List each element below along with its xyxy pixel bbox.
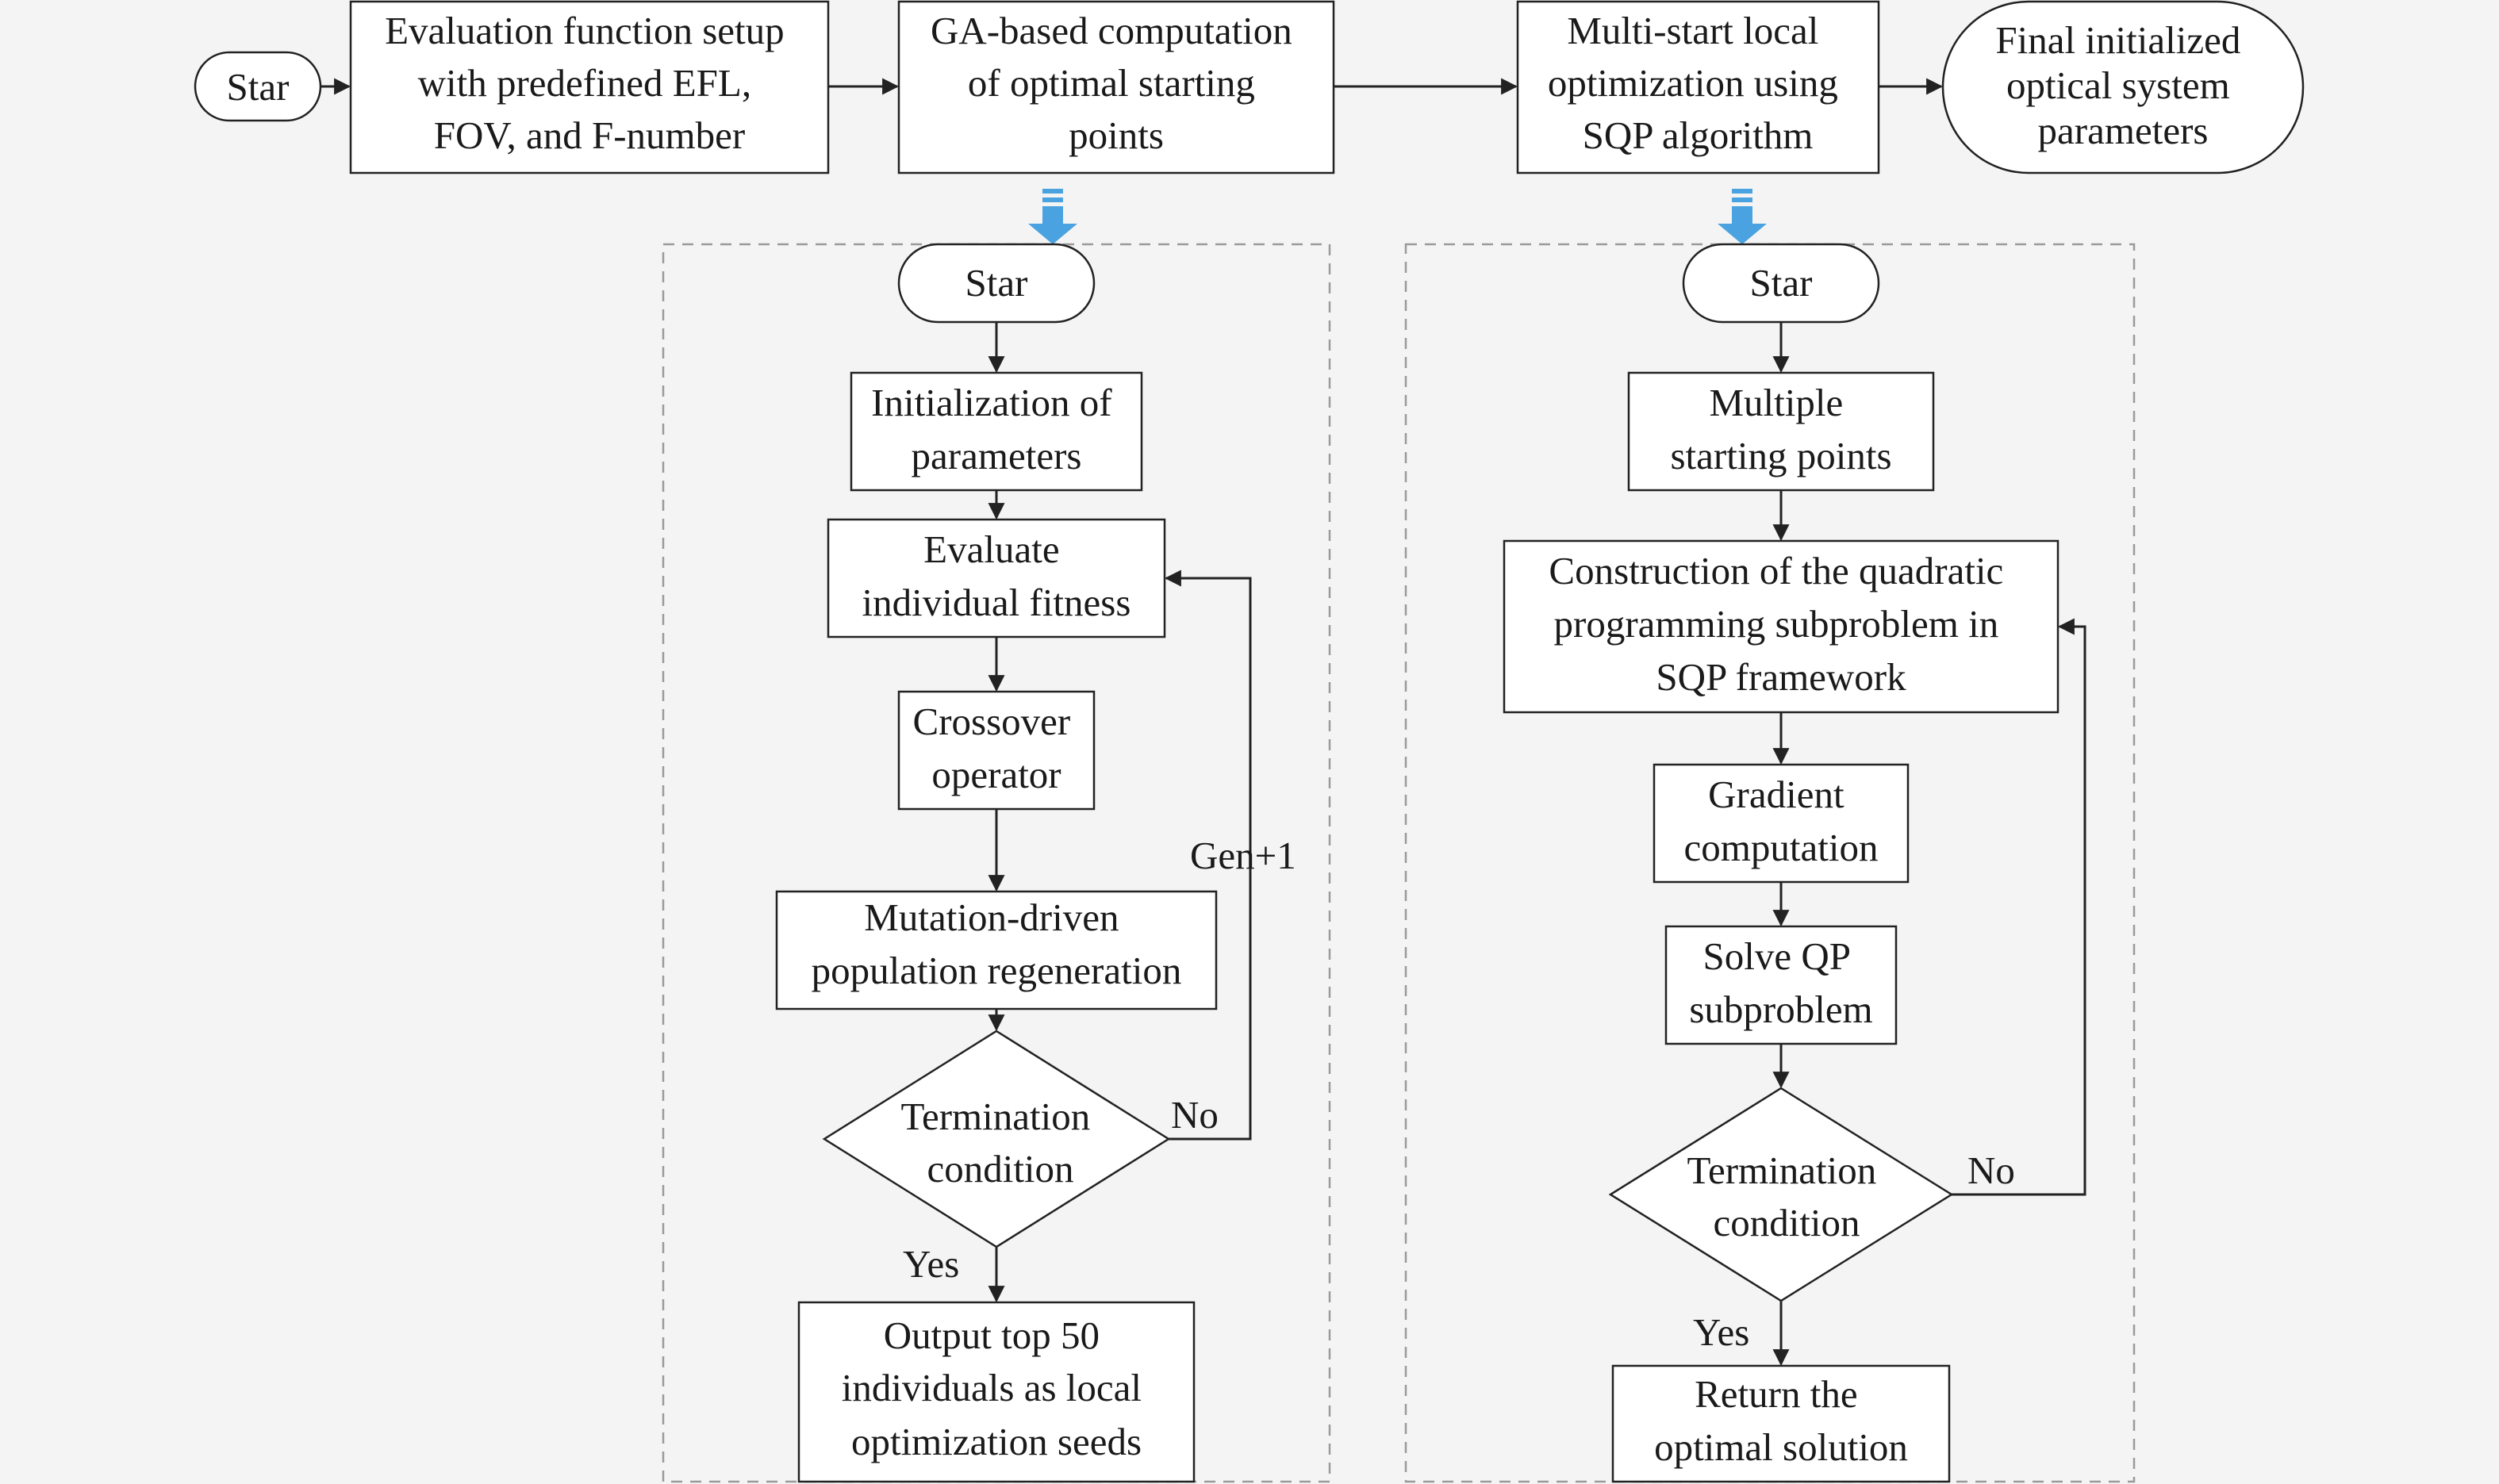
ga-compute-line-2: of optimal starting	[968, 61, 1255, 105]
sqp-edge-loop-back	[1952, 618, 2086, 1196]
svg-text:Termination condition: Termination condition	[1687, 1148, 1886, 1244]
svg-text:Construction of the quadratic: Construction of the quadratic programmin…	[1549, 549, 2013, 699]
sqp-gradient-box: Gradient computation	[1653, 763, 1910, 884]
eval-setup-box: Evaluation function setup with predefine…	[349, 0, 830, 174]
sqp-construct-qp-box: Construction of the quadratic programmin…	[1503, 539, 2059, 714]
sqp-return-line-2: optimal solution	[1654, 1425, 1908, 1469]
sqp-termination-line-2: condition	[1713, 1201, 1860, 1244]
ga-evaluate-line-2: individual fitness	[862, 581, 1131, 624]
svg-text:Solve QP subproblem: Solve QP subproblem	[1689, 934, 1872, 1031]
sqp-solve-qp-line-1: Solve QP	[1703, 934, 1850, 978]
sqp-multi-points-line-2: starting points	[1670, 434, 1891, 477]
sqp-termination-diamond: Termination condition	[1608, 1087, 1954, 1302]
sqp-gradient-line-2: computation	[1684, 826, 1879, 869]
sqp-return-line-1: Return the	[1695, 1372, 1857, 1416]
sqp-termination-line-1: Termination	[1687, 1148, 1876, 1192]
sqp-construct-qp-line-1: Construction of the quadratic	[1549, 549, 2003, 592]
ga-compute-line-1: GA-based computation	[931, 9, 1292, 52]
ga-termination-diamond: Termination condition	[822, 1030, 1171, 1248]
ga-mutation-line-2: population regeneration	[812, 949, 1182, 992]
sqp-start-label: Star	[1750, 261, 1813, 305]
final-node: Final initialized optical system paramet…	[1941, 0, 2305, 174]
svg-text:Evaluation function setup: Evaluation function setup with predefine…	[385, 9, 794, 157]
final-line-1: Final initialized	[1995, 18, 2240, 62]
ga-crossover-box: Crossover operator	[897, 690, 1096, 811]
ga-mutation-line-1: Mutation-driven	[864, 895, 1119, 939]
ga-no-label: No	[1171, 1093, 1219, 1137]
ga-init-line-2: parameters	[912, 434, 1082, 477]
ga-termination-line-2: condition	[927, 1147, 1073, 1191]
svg-text:Evaluate individual fitn: Evaluate individual fitness	[862, 527, 1131, 624]
sqp-start-node: Star	[1682, 243, 1880, 324]
multistart-line-2: optimization using	[1548, 61, 1838, 105]
ga-crossover-line-2: operator	[931, 753, 1061, 796]
sqp-yes-label: Yes	[1693, 1310, 1749, 1354]
svg-text:Return the optimal solut: Return the optimal solution	[1654, 1372, 1908, 1469]
sqp-construct-qp-line-2: programming subproblem in	[1554, 602, 1999, 646]
svg-text:GA-based computation of: GA-based computation of optimal starting…	[931, 9, 1302, 157]
ga-evaluate-box: Evaluate individual fitness	[827, 518, 1166, 638]
sqp-expand-arrow-icon	[1718, 189, 1767, 244]
multistart-line-1: Multi-start local	[1567, 9, 1818, 52]
eval-setup-line-3: FOV, and F-number	[434, 113, 745, 157]
ga-output-line-1: Output top 50	[884, 1313, 1100, 1357]
eval-setup-line-2: with predefined EFL,	[418, 61, 751, 105]
svg-text:Crossover operator: Crossover operator	[913, 700, 1081, 796]
ga-loop-label: Gen+1	[1190, 834, 1296, 877]
svg-text:Termination condition: Termination condition	[900, 1095, 1100, 1191]
eval-setup-line-1: Evaluation function setup	[385, 9, 785, 52]
svg-text:Initialization of parame: Initialization of parameters	[871, 381, 1122, 477]
sqp-multi-points-line-1: Multiple	[1709, 381, 1843, 424]
sqp-return-box: Return the optimal solution	[1611, 1364, 1951, 1483]
svg-text:Gradient computation: Gradient computation	[1684, 773, 1879, 869]
sqp-gradient-line-1: Gradient	[1708, 773, 1844, 816]
ga-start-label: Star	[965, 261, 1028, 305]
ga-init-line-1: Initialization of	[871, 381, 1112, 424]
ga-yes-label: Yes	[903, 1242, 959, 1286]
svg-text:Output top 50 individual: Output top 50 individuals as local optim…	[842, 1313, 1152, 1463]
final-line-3: parameters	[2038, 109, 2209, 152]
ga-init-box: Initialization of parameters	[850, 371, 1143, 492]
svg-text:Multi-start local optimi: Multi-start local optimization using SQP…	[1548, 9, 1848, 157]
multistart-box: Multi-start local optimization using SQP…	[1516, 0, 1880, 174]
top-start-node: Star	[194, 51, 322, 122]
ga-termination-line-1: Termination	[900, 1095, 1090, 1138]
svg-text:Multiple starting points: Multiple starting points	[1670, 381, 1891, 477]
sqp-solve-qp-line-2: subproblem	[1689, 987, 1872, 1031]
svg-text:Mutation-driven populati: Mutation-driven population regeneration	[812, 895, 1182, 992]
ga-edge-loop-back	[1164, 569, 1252, 1141]
sqp-construct-qp-line-3: SQP framework	[1656, 655, 1906, 699]
ga-expand-arrow-icon	[1028, 189, 1077, 244]
ga-output-line-2: individuals as local	[842, 1366, 1142, 1409]
ga-compute-line-3: points	[1069, 113, 1164, 157]
top-start-label: Star	[227, 65, 290, 109]
ga-start-node: Star	[897, 243, 1096, 324]
ga-output-line-3: optimization seeds	[851, 1420, 1142, 1463]
final-line-2: optical system	[2006, 63, 2230, 107]
ga-compute-box: GA-based computation of optimal starting…	[897, 0, 1335, 174]
ga-crossover-line-1: Crossover	[913, 700, 1071, 743]
ga-evaluate-line-1: Evaluate	[923, 527, 1059, 571]
sqp-solve-qp-box: Solve QP subproblem	[1664, 925, 1898, 1045]
sqp-multi-points-box: Multiple starting points	[1627, 371, 1935, 492]
svg-text:Final initialized optica: Final initialized optical system paramet…	[1995, 18, 2250, 152]
ga-mutation-box: Mutation-driven population regeneration	[775, 890, 1218, 1010]
ga-output-box: Output top 50 individuals as local optim…	[797, 1301, 1196, 1483]
sqp-no-label: No	[1967, 1148, 2015, 1192]
multistart-line-3: SQP algorithm	[1583, 113, 1814, 157]
